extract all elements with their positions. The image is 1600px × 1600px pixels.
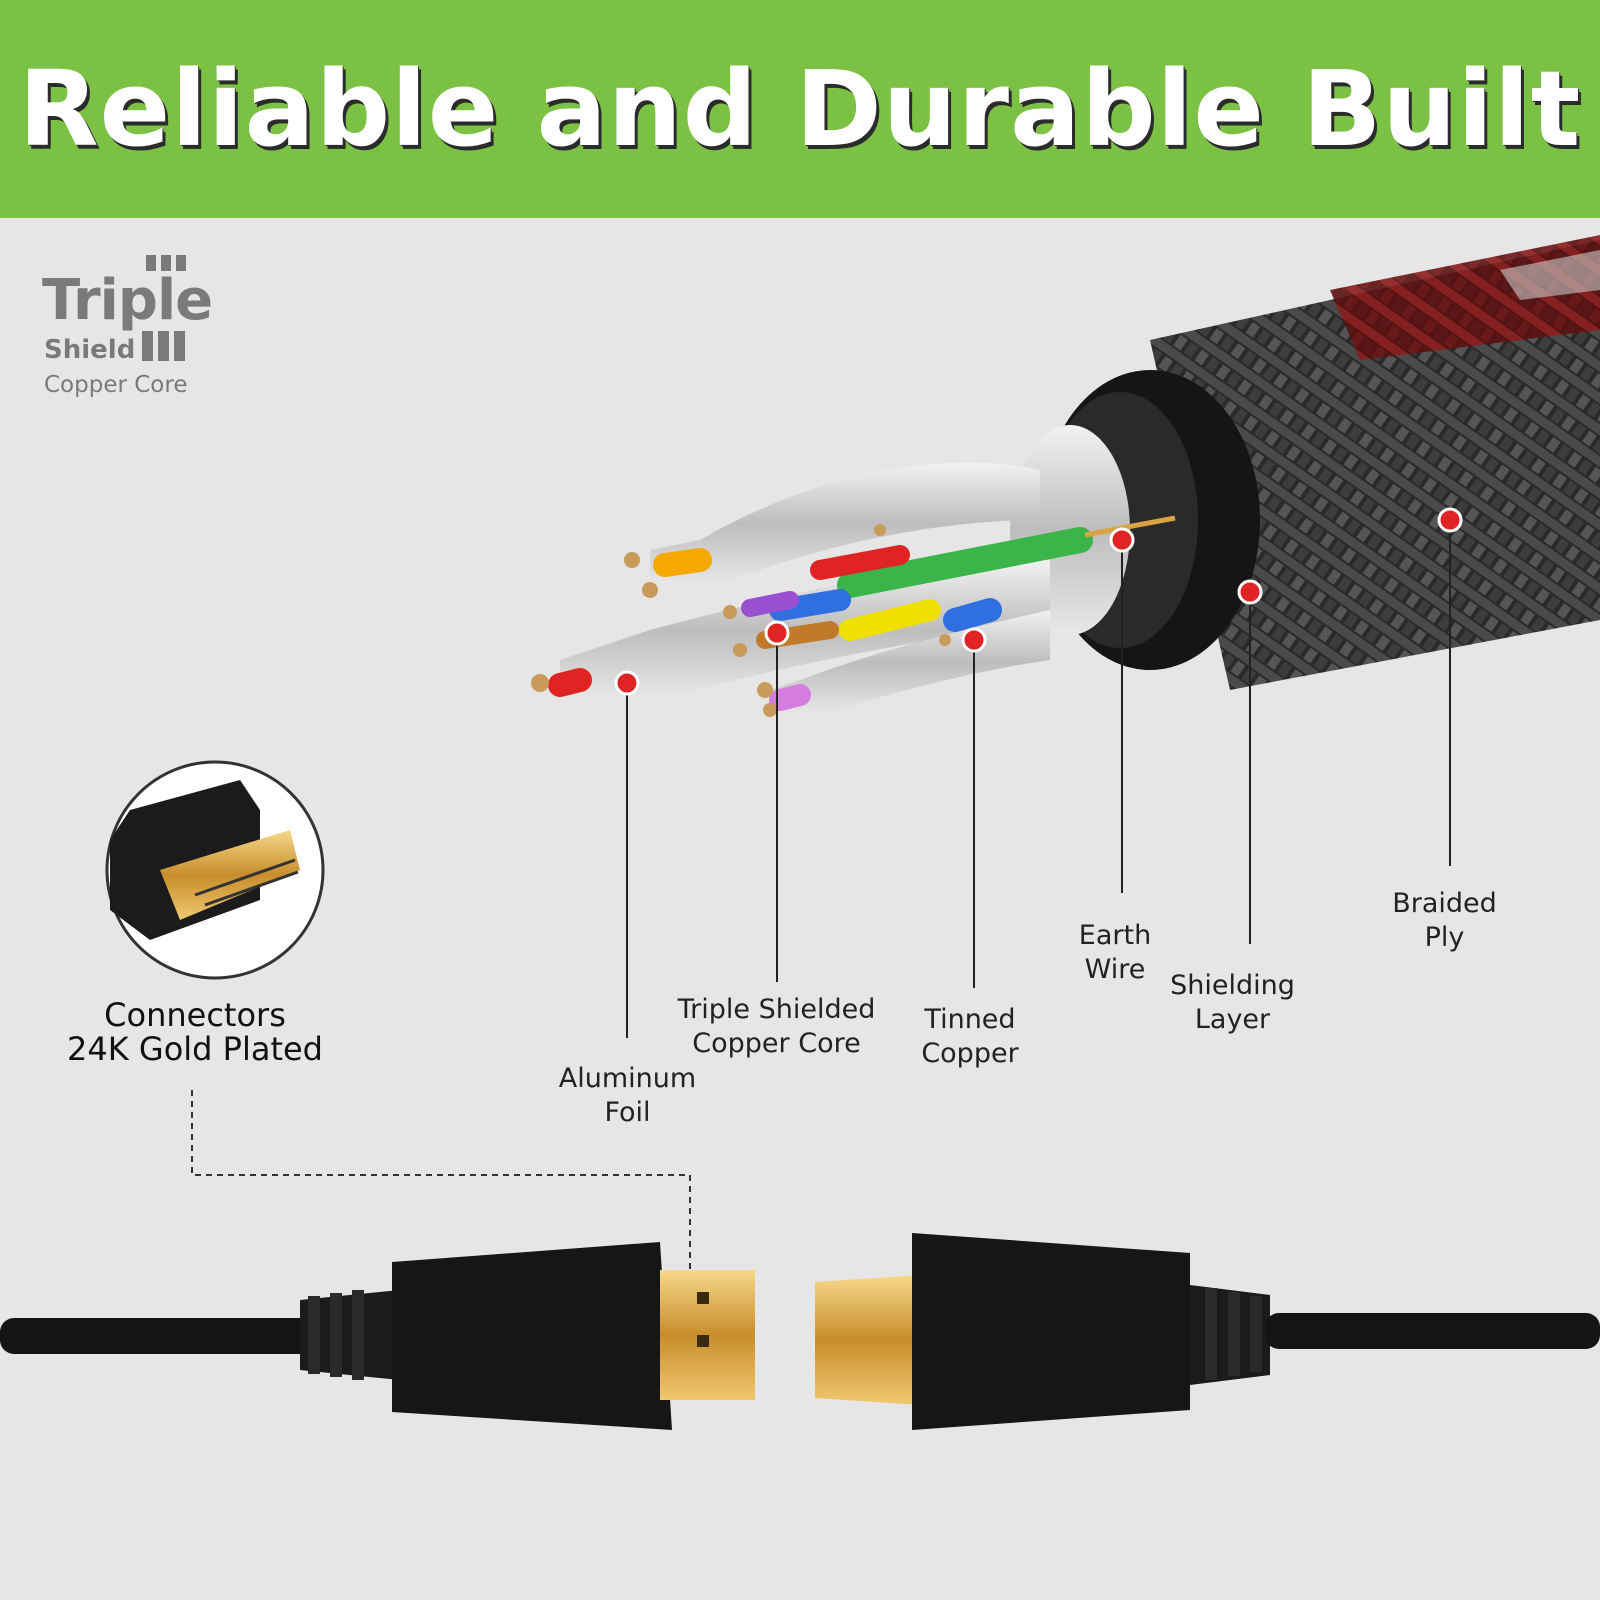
callout-aluminum-foil: Aluminum Foil <box>558 1063 697 1128</box>
logo-word-triple: Triple <box>42 268 213 333</box>
logo-bars-top-icon <box>146 255 186 271</box>
connector-closeup <box>105 760 325 980</box>
braided-ply <box>1150 235 1600 690</box>
callout-braided-ply: Braided Ply <box>1392 888 1497 953</box>
logo-word-shield: Shield <box>44 335 136 365</box>
title-banner: Reliable and Durable Built <box>0 0 1600 218</box>
callout-triple-shielded-copper-core: Triple Shielded Copper Core <box>677 994 876 1059</box>
callout-shielding-layer: Shielding Layer <box>1170 970 1295 1035</box>
callout-earth-wire: Earth Wire <box>1078 920 1152 985</box>
triple-shield-logo: Triple Shield Copper Core <box>42 255 242 405</box>
connector-label: Connectors 24K Gold Plated <box>67 996 323 1068</box>
logo-word-copper-core: Copper Core <box>44 372 188 398</box>
hdmi-cable-right <box>815 1233 1600 1430</box>
hdmi-cable-left <box>0 1242 755 1430</box>
connector-dashed-leader <box>191 1090 691 1270</box>
page-title: Reliable and Durable Built <box>18 48 1582 170</box>
callout-tinned-copper: Tinned Copper <box>921 1004 1019 1069</box>
callout-leaders <box>614 507 1463 1038</box>
logo-bars-bottom-icon <box>142 331 185 361</box>
